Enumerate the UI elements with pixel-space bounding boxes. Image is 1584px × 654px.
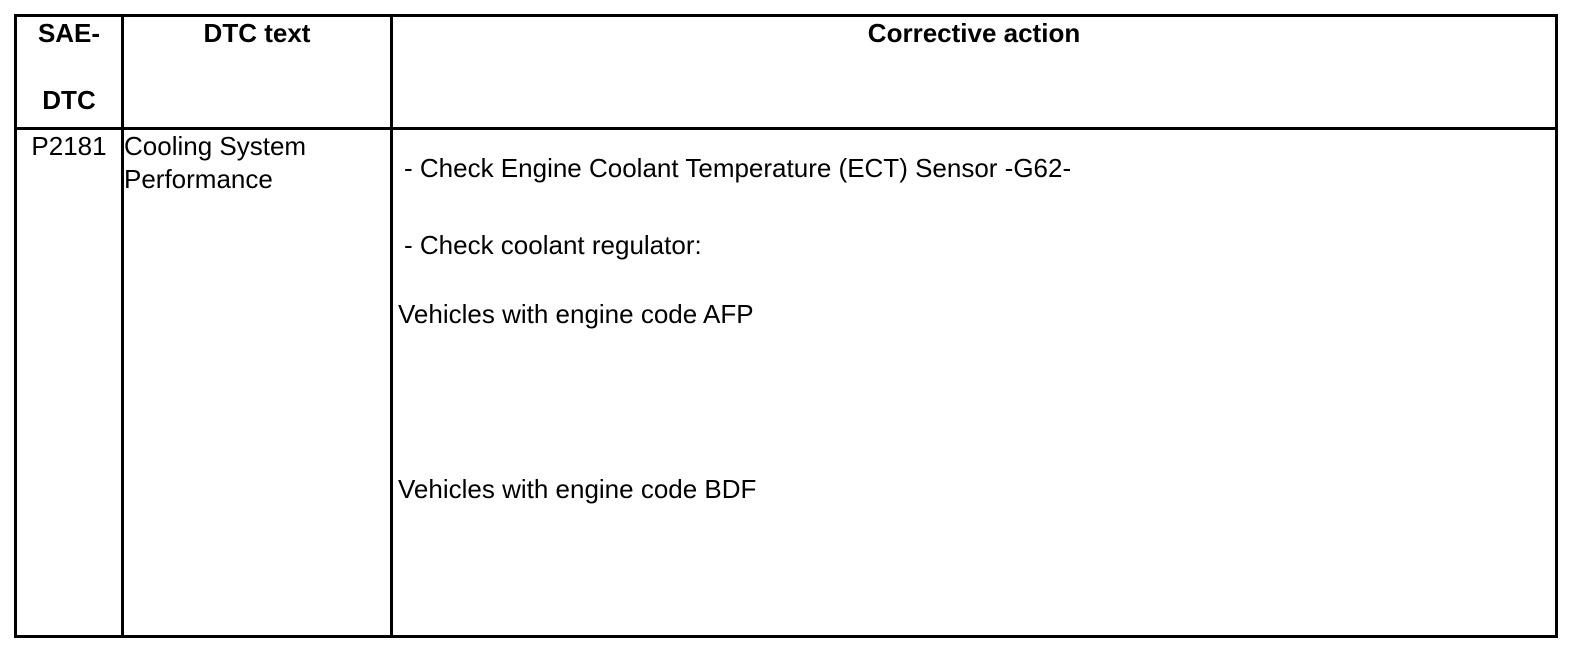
dtc-fault-table: SAE- DTC DTC text Corrective action P218… <box>14 14 1558 638</box>
header-corrective-action-label: Corrective action <box>867 18 1081 49</box>
dtc-text-cell: Cooling System Performance <box>121 127 393 638</box>
corrective-action-note: Vehicles with engine code AFP <box>398 299 754 329</box>
corrective-action-step: - Check Engine Coolant Temperature (ECT)… <box>404 153 1072 183</box>
corrective-action-step: - Check coolant regulator: <box>404 230 702 260</box>
table-row: P2181 Cooling System Performance - Check… <box>14 127 1558 638</box>
header-cell-dtc-text: DTC text <box>121 14 393 130</box>
dtc-code-value: P2181 <box>31 131 107 162</box>
corrective-action-cell: - Check Engine Coolant Temperature (ECT)… <box>390 127 1558 638</box>
header-sae-line1: SAE- <box>37 18 101 49</box>
header-sae-line2: DTC <box>42 85 96 115</box>
dtc-text-value: Cooling System Performance <box>124 131 307 195</box>
header-cell-corrective-action: Corrective action <box>390 14 1558 130</box>
dtc-code-cell: P2181 <box>14 127 124 638</box>
header-cell-sae-dtc: SAE- DTC <box>14 14 124 130</box>
header-dtc-text-label: DTC text <box>203 18 311 49</box>
corrective-action-note: Vehicles with engine code BDF <box>398 474 757 504</box>
table-header-row: SAE- DTC DTC text Corrective action <box>14 14 1558 130</box>
